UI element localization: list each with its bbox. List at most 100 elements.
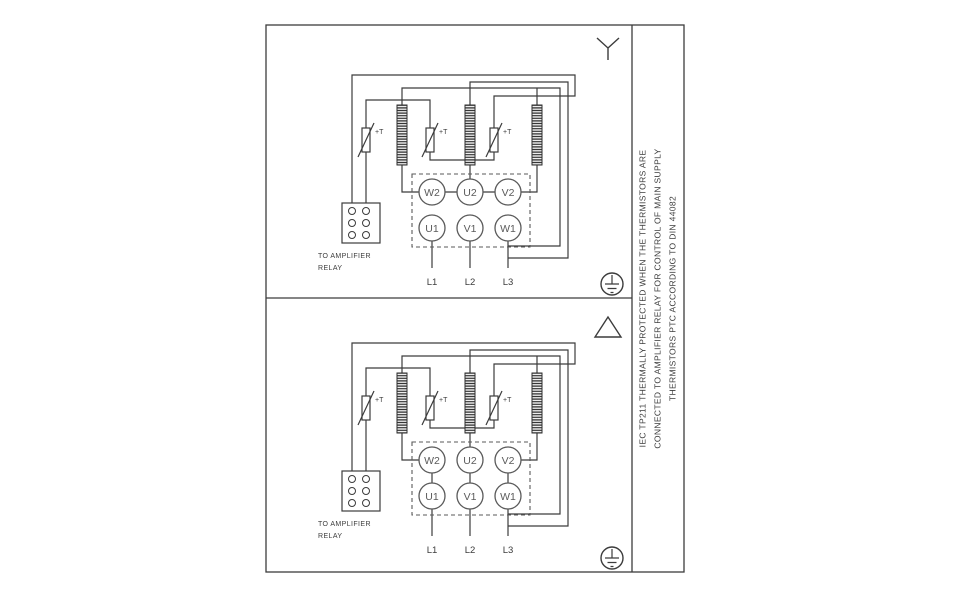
terminal-label: V1 bbox=[464, 223, 477, 235]
relay-note-line1: TO AMPLIFIER bbox=[318, 253, 371, 260]
star-wiring bbox=[351, 74, 576, 268]
thermistor-label: +T bbox=[375, 129, 384, 136]
relay-pin bbox=[362, 219, 370, 227]
thermistor-label: +T bbox=[503, 129, 512, 136]
relay-pin bbox=[348, 487, 356, 495]
winding-icon bbox=[464, 104, 476, 166]
terminal-v2: V2 bbox=[494, 446, 522, 474]
relay-note-line2: RELAY bbox=[318, 265, 342, 272]
relay-pin bbox=[348, 475, 356, 483]
thermistor-icon: +T bbox=[357, 122, 384, 158]
terminal-board-outline bbox=[411, 173, 531, 248]
terminal-u1: U1 bbox=[418, 214, 446, 242]
earth-circle bbox=[600, 272, 624, 296]
supply-label-l1: L1 bbox=[427, 545, 438, 556]
terminal-v2: V2 bbox=[494, 178, 522, 206]
relay-pin bbox=[348, 231, 356, 239]
side-annotation: IEC TP211 THERMALLY PROTECTED WHEN THE T… bbox=[636, 29, 681, 569]
thermistor-label: +T bbox=[503, 397, 512, 404]
terminal-label: U2 bbox=[463, 455, 477, 467]
thermistor-strike bbox=[485, 122, 503, 158]
relay-pin bbox=[348, 207, 356, 215]
relay-connector-body bbox=[341, 470, 381, 512]
supply-label-l2: L2 bbox=[465, 545, 476, 556]
terminal-circle bbox=[418, 178, 446, 206]
terminal-label: U1 bbox=[425, 223, 439, 235]
thermistor-strike bbox=[421, 122, 439, 158]
terminal-label: V2 bbox=[502, 455, 515, 467]
relay-pin bbox=[348, 219, 356, 227]
relay-pin bbox=[362, 207, 370, 215]
terminal-circle bbox=[494, 482, 522, 510]
relay-pin bbox=[348, 499, 356, 507]
thermistor-icon: +T bbox=[357, 390, 384, 426]
terminal-label: W2 bbox=[424, 455, 440, 467]
earth-bars bbox=[605, 275, 619, 294]
terminal-label: U1 bbox=[425, 491, 439, 503]
relay-pin bbox=[362, 475, 370, 483]
delta-panel: +T +T +T W2 U2 V2 U1 bbox=[318, 315, 624, 570]
supply-label-l3: L3 bbox=[503, 277, 514, 288]
thermistor-strike bbox=[357, 122, 375, 158]
earth-circle bbox=[600, 546, 624, 570]
terminal-w1: W1 bbox=[494, 482, 522, 510]
terminal-label: W1 bbox=[500, 491, 516, 503]
terminal-circle bbox=[494, 178, 522, 206]
thermistor-icon: +T bbox=[421, 122, 448, 158]
terminal-u2: U2 bbox=[456, 178, 484, 206]
thermistor-icon: +T bbox=[421, 390, 448, 426]
supply-label-l1: L1 bbox=[427, 277, 438, 288]
side-annotation-line2: CONNECTED TO AMPLIFIER RELAY FOR CONTROL… bbox=[652, 148, 663, 449]
terminal-w2: W2 bbox=[418, 446, 446, 474]
delta-connection-icon bbox=[593, 315, 623, 338]
terminal-circle bbox=[456, 482, 484, 510]
terminal-circle bbox=[494, 446, 522, 474]
winding-icon bbox=[464, 372, 476, 434]
relay-pin bbox=[362, 499, 370, 507]
star-connection-icon bbox=[596, 37, 620, 60]
terminal-circle bbox=[494, 214, 522, 242]
terminal-u1: U1 bbox=[418, 482, 446, 510]
terminal-circle bbox=[456, 178, 484, 206]
terminal-circle bbox=[456, 446, 484, 474]
frame bbox=[265, 24, 685, 573]
earth-icon bbox=[600, 272, 624, 296]
terminal-label: V2 bbox=[502, 187, 515, 199]
terminal-w2: W2 bbox=[418, 178, 446, 206]
thermistor-strike bbox=[485, 390, 503, 426]
thermistor-label: +T bbox=[439, 397, 448, 404]
terminal-board-outline bbox=[411, 441, 531, 516]
supply-label-l2: L2 bbox=[465, 277, 476, 288]
earth-icon bbox=[600, 546, 624, 570]
star-panel: +T +T +T W2 U2 V2 U1 bbox=[318, 37, 624, 296]
terminal-label: U2 bbox=[463, 187, 477, 199]
terminal-label: W1 bbox=[500, 223, 516, 235]
terminal-circle bbox=[418, 482, 446, 510]
winding-icon bbox=[396, 104, 408, 166]
side-annotation-line1: IEC TP211 THERMALLY PROTECTED WHEN THE T… bbox=[637, 149, 648, 448]
relay-connector-body bbox=[341, 202, 381, 244]
thermistor-strike bbox=[421, 390, 439, 426]
terminal-v1: V1 bbox=[456, 482, 484, 510]
delta-wiring bbox=[351, 342, 576, 536]
earth-bars bbox=[605, 549, 619, 568]
terminal-label: V1 bbox=[464, 491, 477, 503]
thermistor-label: +T bbox=[375, 397, 384, 404]
relay-pin bbox=[362, 487, 370, 495]
amplifier-relay-connector bbox=[341, 470, 381, 512]
relay-note-line1: TO AMPLIFIER bbox=[318, 521, 371, 528]
relay-note-line2: RELAY bbox=[318, 533, 342, 540]
side-annotation-line3: THERMISTORS PTC ACCORDING TO DIN 44082 bbox=[667, 195, 678, 402]
terminal-w1: W1 bbox=[494, 214, 522, 242]
terminal-circle bbox=[418, 446, 446, 474]
winding-icon bbox=[531, 104, 543, 166]
thermistor-strike bbox=[357, 390, 375, 426]
terminal-label: W2 bbox=[424, 187, 440, 199]
winding-icon bbox=[531, 372, 543, 434]
supply-label-l3: L3 bbox=[503, 545, 514, 556]
amplifier-relay-connector bbox=[341, 202, 381, 244]
relay-pin bbox=[362, 231, 370, 239]
winding-icon bbox=[396, 372, 408, 434]
